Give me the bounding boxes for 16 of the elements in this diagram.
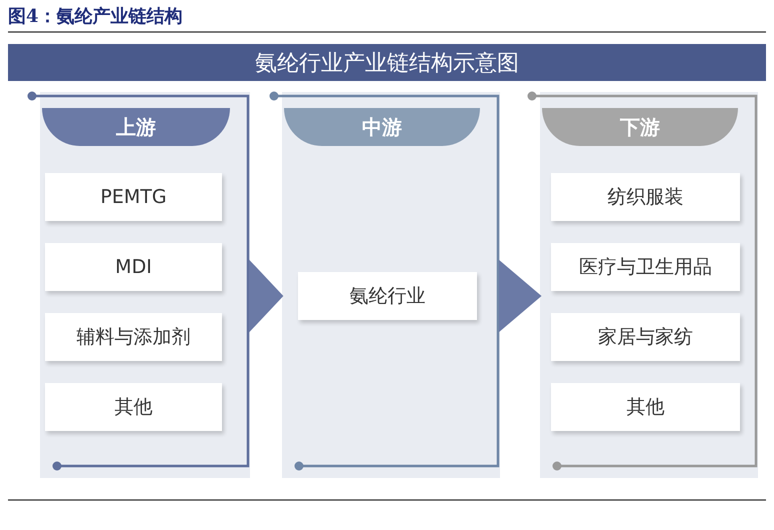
- chevron-arrow: [249, 259, 284, 333]
- item-box: 纺织服装: [551, 173, 740, 221]
- item-box: 其他: [551, 383, 740, 431]
- chevron-arrow: [499, 260, 542, 332]
- figure-title: 图4：氨纶产业链结构: [8, 5, 183, 28]
- item-box: 家居与家纺: [551, 313, 740, 361]
- column-heading: 下游: [542, 108, 738, 146]
- item-box: 医疗与卫生用品: [551, 243, 740, 291]
- item-box: 其他: [45, 383, 222, 431]
- item-box: 氨纶行业: [298, 272, 477, 320]
- column-heading: 上游: [42, 108, 230, 146]
- column-heading: 中游: [284, 108, 480, 146]
- item-box: MDI: [45, 243, 222, 291]
- title-banner: 氨纶行业产业链结构示意图: [8, 44, 766, 81]
- item-box: PEMTG: [45, 173, 222, 221]
- item-box: 辅料与添加剂: [45, 313, 222, 361]
